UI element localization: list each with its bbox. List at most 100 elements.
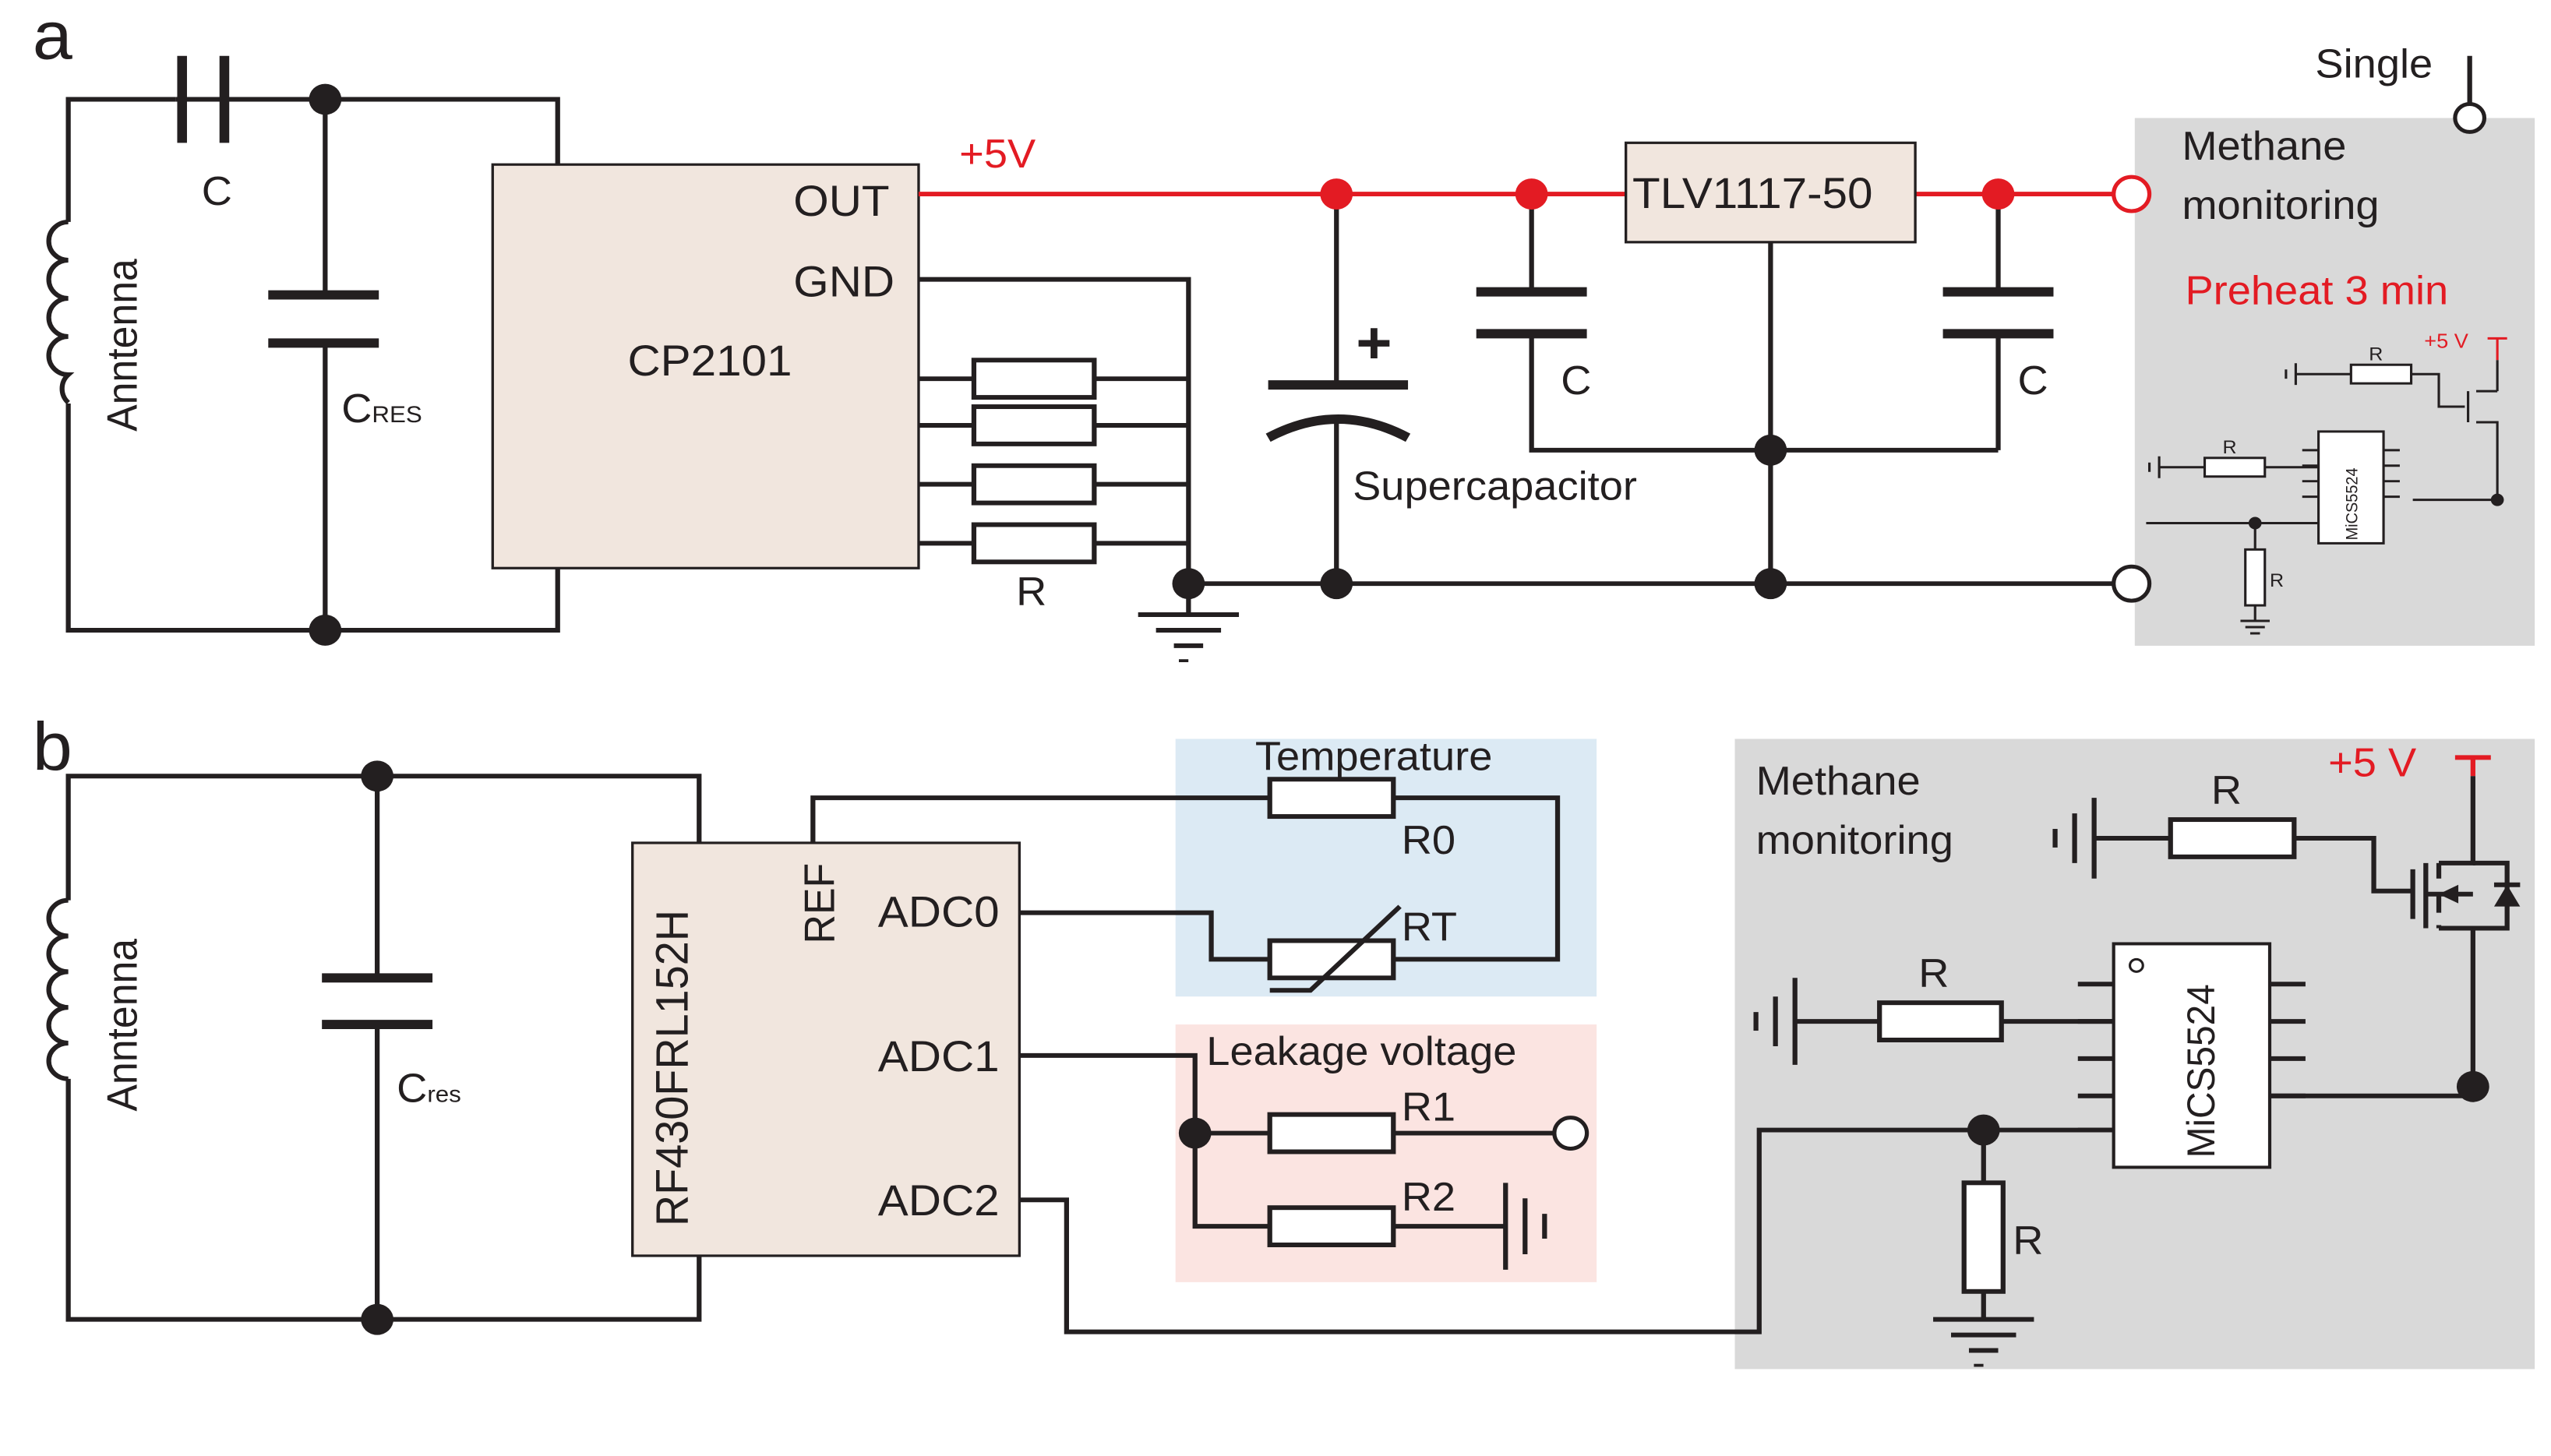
methane-r-bottom-label: R	[2013, 1218, 2043, 1264]
gnd-pin-label: GND	[793, 258, 894, 307]
junction-a2	[309, 615, 342, 646]
cres-b-label: Cres	[397, 1066, 461, 1112]
junction-b1	[361, 760, 393, 792]
mics5524-label: MiCS5524	[2180, 984, 2223, 1158]
resistor-r2	[1267, 1205, 1396, 1248]
supercap-label: Supercapacitor	[1353, 464, 1637, 509]
mini-vplus-label: +5 V	[2424, 330, 2468, 352]
supercap-plus: +	[1356, 311, 1392, 376]
mini-junction-2	[2490, 493, 2504, 506]
reg-cap-left-label: C	[1561, 358, 1591, 404]
resistor-3	[971, 463, 1097, 506]
adc2-pin-label: ADC2	[878, 1176, 1000, 1225]
resistor-1	[971, 358, 1097, 400]
supercap-plate-curved	[1265, 414, 1411, 442]
wire-chip-right	[2077, 1093, 2473, 1133]
ground-minus-b: -	[1972, 1342, 1985, 1384]
resistor-methane-bottom	[1961, 1180, 2006, 1294]
methane-r-mid-label: R	[1918, 951, 1949, 996]
methane-label-line2: monitoring	[1756, 818, 1953, 863]
rf430-chip	[631, 841, 1021, 1257]
methane-inset: Single Methane monitoring Preheat 3 min …	[2146, 42, 2507, 635]
inset-methane-line2: monitoring	[2182, 183, 2379, 228]
methane-inset-background	[2134, 118, 2535, 646]
regulator-chip	[1625, 141, 1917, 244]
methane-panel: Methane monitoring R +5 V	[1753, 740, 2521, 1384]
antenna-label: Anntenna	[99, 259, 146, 432]
panel-b-label: b	[33, 709, 72, 785]
junction-b4	[2456, 1070, 2489, 1102]
wire-a-top-left	[65, 97, 176, 222]
terminal-leakage	[1552, 1116, 1590, 1151]
junction-b3	[1178, 1117, 1212, 1149]
terminal-out-bottom	[2112, 564, 2152, 603]
adc1-pin-label: ADC1	[878, 1032, 1000, 1081]
mini-wire-top	[2285, 363, 2465, 408]
ground-icon-leakage	[1503, 1183, 1547, 1270]
ground-minus-a: -	[1177, 638, 1191, 679]
resistor-methane-top	[2168, 817, 2297, 859]
wire-methane-top	[2094, 835, 2413, 894]
wire-b-bottom	[65, 1078, 702, 1322]
ground-icon-bottom	[1933, 1317, 2034, 1353]
rf430-label: RF430FRL152H	[647, 910, 698, 1226]
methane-r-top-label: R	[2211, 768, 2242, 813]
temperature-label: Temperature	[1255, 734, 1493, 779]
junction-a4	[1172, 568, 1205, 600]
cres-label-main: C	[341, 386, 372, 432]
rt-label: RT	[1402, 905, 1457, 950]
mini-wire-mid	[2148, 456, 2319, 478]
capacitor-c-label: C	[202, 169, 232, 214]
antenna-coil-icon	[46, 219, 75, 405]
panel-a-label: a	[33, 0, 72, 74]
junction-b5	[1967, 1114, 2000, 1146]
panel-a: a Anntenna C CRES CP2101 OUT GND +5V	[33, 0, 2535, 679]
cp2101-label: CP2101	[627, 337, 792, 386]
junction-a6	[1754, 568, 1787, 600]
resistor-r1	[1267, 1112, 1396, 1155]
wire-adc0	[1019, 910, 1270, 962]
resistor-2	[971, 404, 1097, 446]
leakage-label: Leakage voltage	[1206, 1029, 1516, 1074]
mini-r-top-label: R	[2369, 344, 2383, 365]
mosfet-icon	[2410, 776, 2521, 1087]
chip-pin1-marker	[2128, 957, 2144, 973]
methane-label-line1: Methane	[1756, 759, 1921, 804]
ref-pin-label: REF	[796, 863, 843, 944]
mini-chip-pins	[2302, 449, 2400, 499]
wire-b-top	[65, 774, 702, 901]
mini-sensor-chip	[2317, 430, 2385, 545]
resistor-label-a: R	[1016, 569, 1046, 615]
antenna-coil-icon-b	[46, 897, 69, 1081]
terminal-out-top	[2112, 175, 2152, 213]
cp2101-chip	[491, 163, 920, 569]
single-label: Single	[2315, 42, 2433, 87]
r0-label: R0	[1402, 818, 1455, 863]
junction-b2	[361, 1303, 393, 1335]
wire-reg-cap-left	[1529, 194, 1999, 453]
junction-a3	[1754, 434, 1787, 466]
junction-a5	[1320, 568, 1353, 600]
resistor-r0	[1267, 777, 1396, 820]
mini-resistor-mid	[2203, 457, 2267, 478]
mini-r-bottom-label: R	[2270, 571, 2284, 591]
mics5524-chip	[2112, 942, 2272, 1169]
junction-red-3	[1981, 178, 2015, 210]
thermistor-rt	[1267, 938, 1396, 981]
mini-mosfet-icon	[2412, 360, 2499, 502]
reg-cap-right-label: C	[2018, 358, 2048, 404]
wire-a-bottom	[65, 404, 560, 633]
mini-sensor-label: MiCS5524	[2344, 467, 2362, 540]
vplus-marker-icon	[2454, 755, 2491, 777]
antenna-label-b: Anntenna	[99, 938, 146, 1111]
chip-pins	[2077, 982, 2306, 1098]
junction-red-2	[1515, 178, 1548, 210]
resistor-methane-mid	[1877, 1000, 2004, 1042]
thermistor-arrow	[1269, 904, 1402, 993]
junction-a1	[309, 83, 342, 115]
mini-junction-1	[2248, 516, 2262, 530]
wire-ref-loop	[810, 795, 1561, 962]
wire-adc2	[1019, 1127, 2114, 1334]
cres-label-sub: RES	[372, 402, 422, 428]
